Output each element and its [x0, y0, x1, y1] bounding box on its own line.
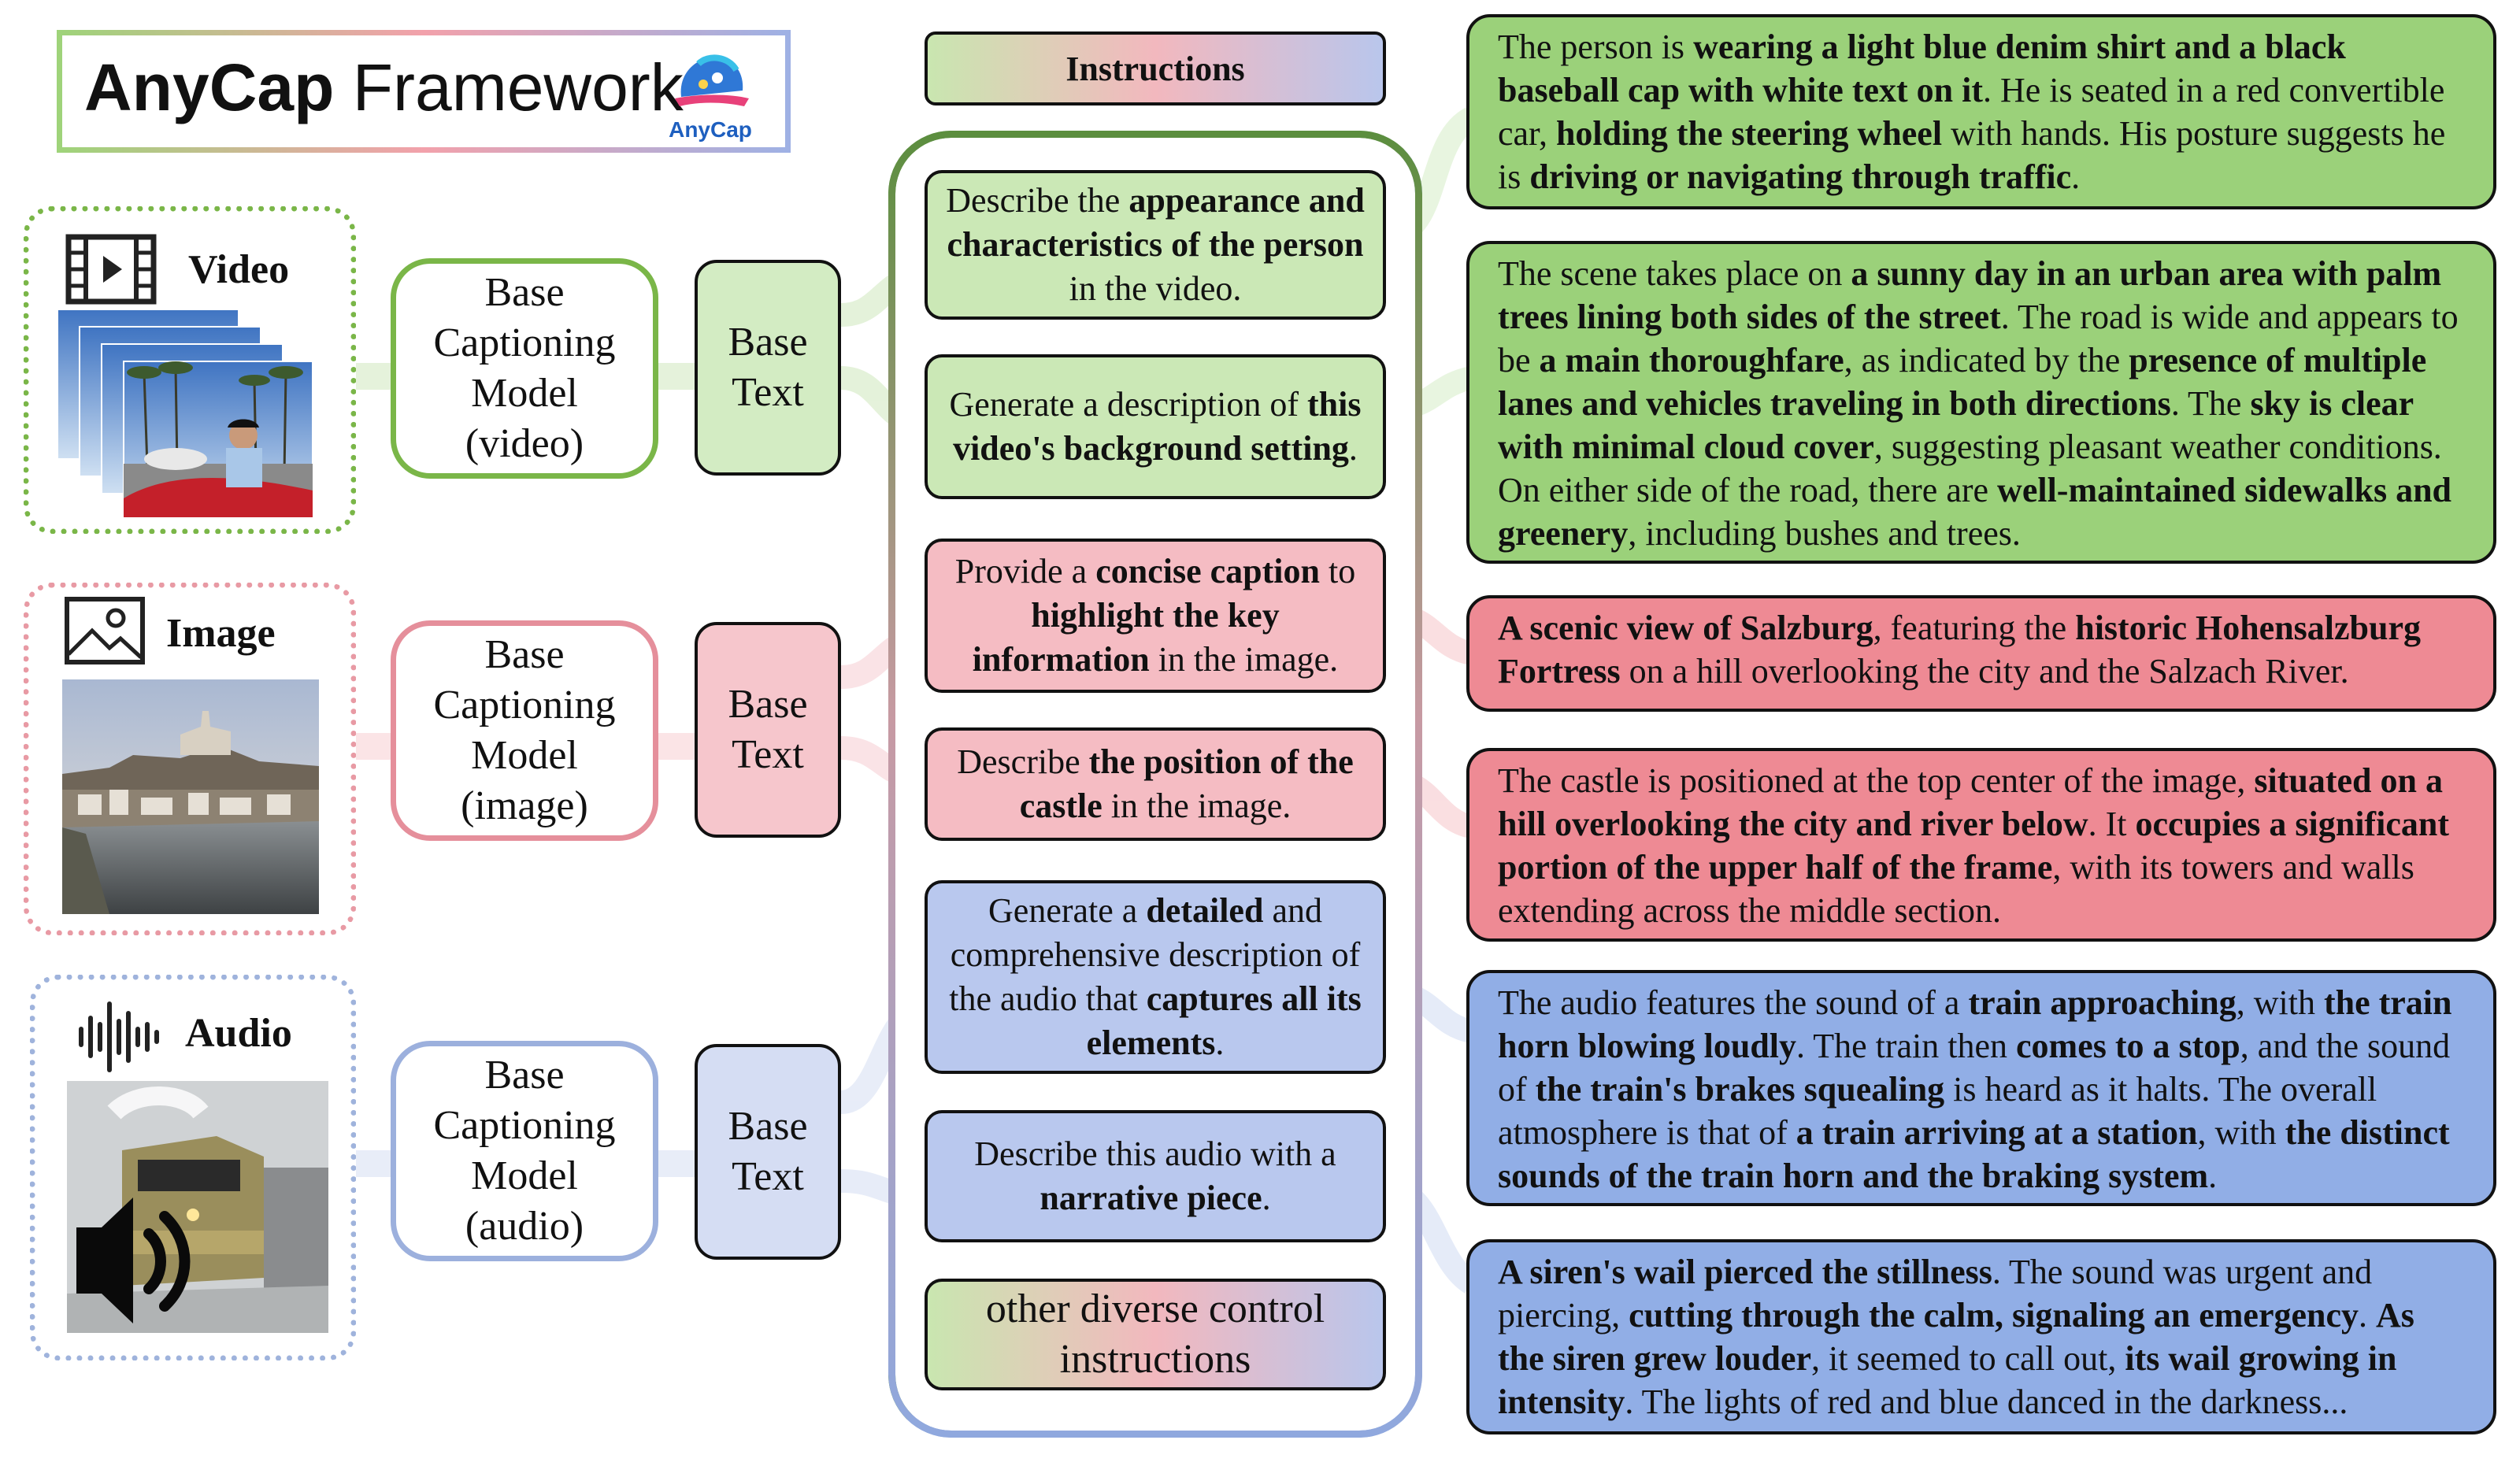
train-audio-image — [67, 1081, 328, 1333]
video-frames-image — [57, 309, 313, 518]
output-caption: The castle is positioned at the top cent… — [1466, 748, 2496, 942]
video-label: Video — [188, 247, 290, 292]
output-caption: A siren's wail pierced the stillness. Th… — [1466, 1239, 2496, 1434]
image-icon — [65, 597, 145, 664]
logo-label: AnyCap — [669, 117, 752, 142]
image-modality-box: Image — [24, 583, 356, 935]
instruction-item: other diverse control instructions — [925, 1279, 1386, 1390]
cap-logo-icon — [675, 54, 749, 106]
output-caption: A scenic view of Salzburg, featuring the… — [1466, 595, 2496, 712]
instruction-item: Provide a concise caption to highlight t… — [925, 539, 1386, 693]
video-modality-box: Video — [24, 206, 356, 534]
output-caption: The person is wearing a light blue denim… — [1466, 14, 2496, 209]
framework-title: AnyCap Framework — [84, 50, 684, 124]
salzburg-photo — [62, 679, 319, 914]
output-caption: The audio features the sound of a train … — [1466, 970, 2496, 1206]
instruction-item: Generate a detailed and comprehensive de… — [925, 880, 1386, 1074]
instruction-item: Generate a description of this video's b… — [925, 354, 1386, 499]
audio-modality-box: Audio — [30, 975, 356, 1360]
instructions-header: Instructions — [925, 31, 1386, 106]
sound-wave-icon — [79, 1001, 159, 1072]
title-box: AnyCap Framework AnyCap — [57, 30, 791, 153]
anycap-logo: AnyCap — [659, 50, 762, 143]
video-icon — [65, 234, 157, 305]
audio-label: Audio — [185, 1011, 292, 1056]
instruction-item: Describe the position of the castle in t… — [925, 727, 1386, 841]
instruction-item: Describe the appearance and characterist… — [925, 170, 1386, 320]
output-caption: The scene takes place on a sunny day in … — [1466, 241, 2496, 564]
instruction-item: Describe this audio with a narrative pie… — [925, 1110, 1386, 1242]
speaker-icon — [76, 1198, 191, 1323]
image-label: Image — [166, 611, 276, 656]
